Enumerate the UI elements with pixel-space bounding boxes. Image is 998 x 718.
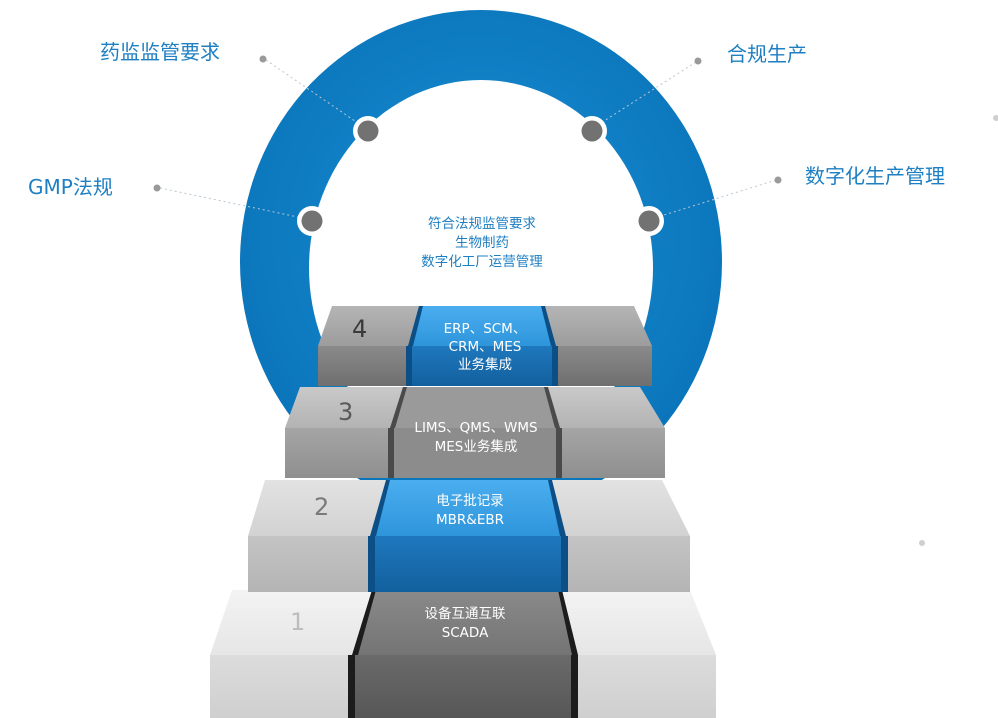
step-1-line-2: SCADA	[442, 625, 489, 641]
step-4: 4 ERP、SCM、 CRM、MES 业务集成	[318, 306, 652, 386]
label-top-right: 合规生产	[727, 42, 807, 66]
step-1-number: 1	[290, 608, 305, 636]
step-2-line-2: MBR&EBR	[436, 512, 504, 528]
step-2-line-1: 电子批记录	[436, 493, 504, 509]
step-3-line-1: LIMS、QMS、WMS	[414, 420, 537, 436]
center-text: 符合法规监管要求 生物制药 数字化工厂运营管理	[421, 216, 543, 270]
step-1: 1 设备互通互联 SCADA	[210, 590, 716, 718]
center-line-2: 生物制药	[455, 235, 509, 251]
step-3-line-2: MES业务集成	[435, 439, 518, 455]
dot-mid-right	[774, 176, 782, 184]
step-4-line-3: 业务集成	[458, 357, 512, 373]
dot-mid-left	[153, 184, 161, 192]
label-top-left: 药监监管要求	[100, 40, 220, 64]
label-dots	[153, 55, 998, 546]
step-2: 2 电子批记录 MBR&EBR	[248, 480, 690, 592]
center-line-3: 数字化工厂运营管理	[421, 254, 543, 270]
step-4-line-1: ERP、SCM、	[444, 321, 527, 337]
ring-nodes	[297, 116, 664, 236]
label-mid-left: GMP法规	[28, 175, 113, 199]
dot-top-left	[259, 55, 267, 63]
step-3: 3 LIMS、QMS、WMS MES业务集成	[285, 387, 665, 478]
label-mid-right: 数字化生产管理	[805, 164, 945, 188]
center-line-1: 符合法规监管要求	[428, 216, 536, 232]
step-1-line-1: 设备互通互联	[425, 605, 506, 622]
step-4-line-2: CRM、MES	[449, 339, 522, 355]
step-4-number: 4	[352, 315, 367, 343]
dot-top-right	[694, 57, 702, 65]
step-3-number: 3	[338, 398, 353, 426]
leader-lines	[159, 59, 777, 221]
step-2-number: 2	[314, 493, 329, 521]
